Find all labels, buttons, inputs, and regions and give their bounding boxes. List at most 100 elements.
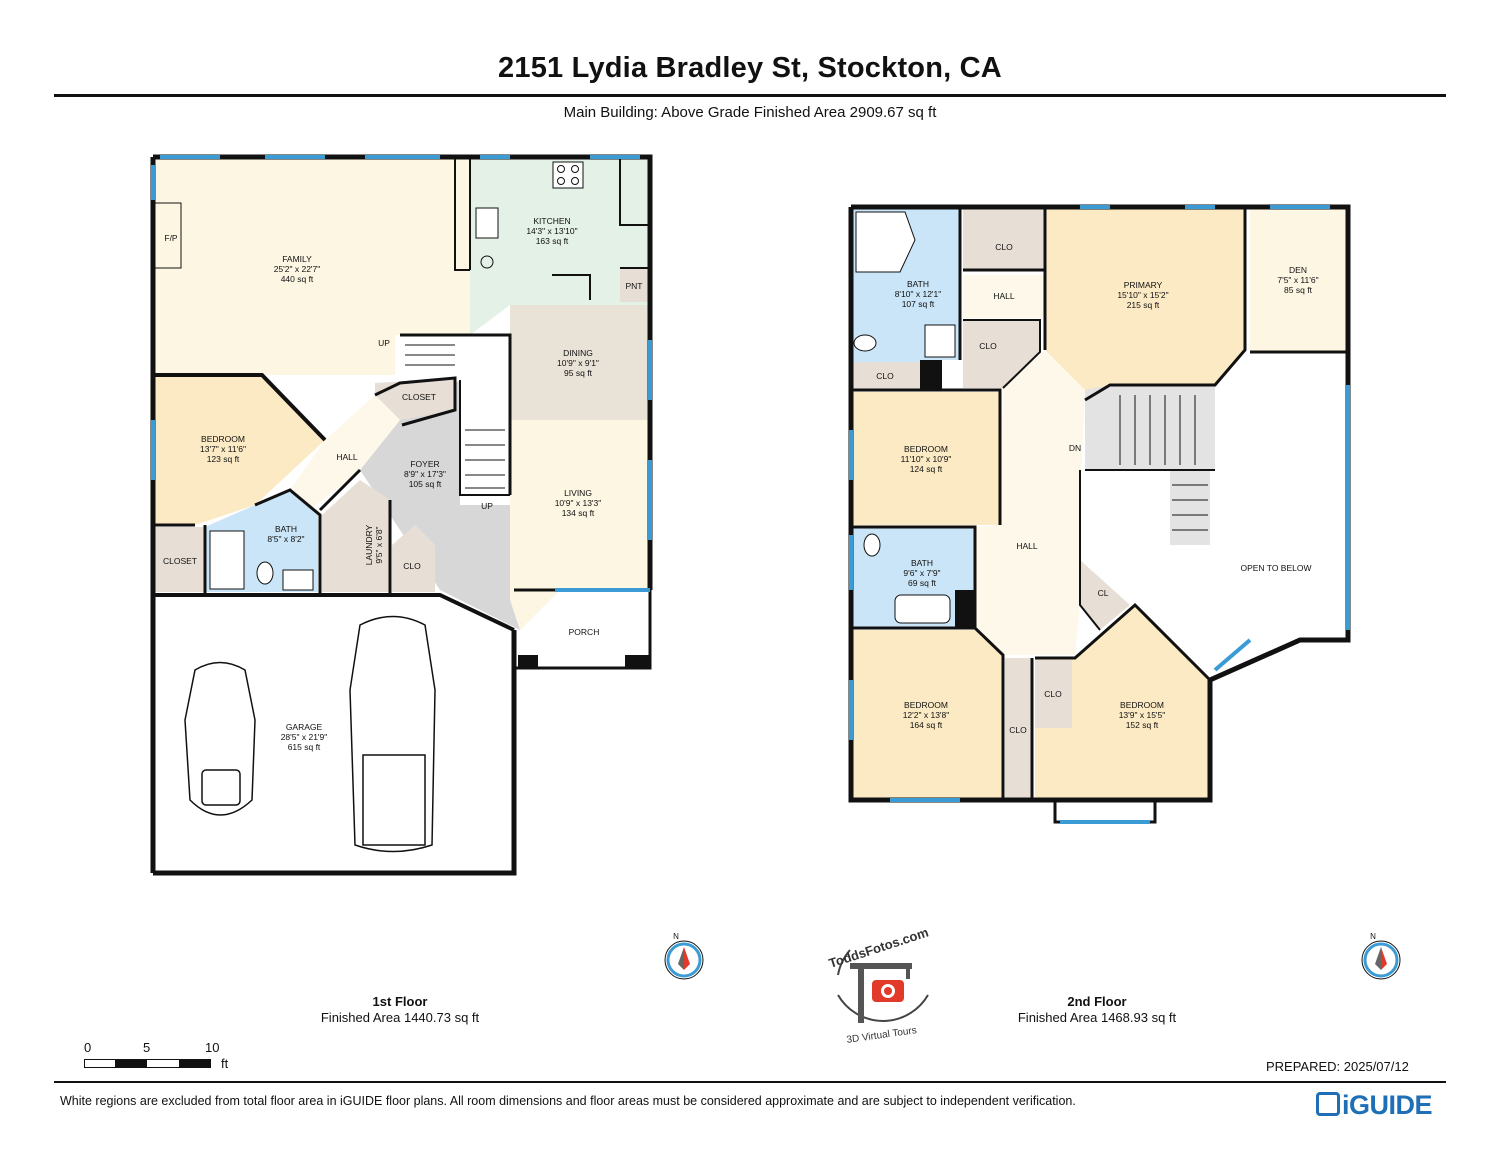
page-title: 2151 Lydia Bradley St, Stockton, CA	[498, 52, 1002, 84]
bedroom2-dims: 12'2" x 13'8"	[903, 710, 950, 720]
den-room	[1250, 207, 1348, 352]
garage-name: GARAGE	[286, 722, 323, 732]
cl-closet	[1080, 560, 1130, 630]
bedroom-dims: 13'7" x 11'6"	[200, 444, 246, 454]
bedroom2-room	[851, 630, 1003, 800]
toddsfotos-logo: ToddsFotos.com 3D Virtual Tours	[827, 925, 930, 1046]
closet-label-d: CL	[1098, 588, 1109, 598]
bedroom2-name: BEDROOM	[904, 700, 948, 710]
closet-label-a: CLO	[995, 242, 1013, 252]
compass-north-label: N	[673, 932, 679, 941]
scale-bar	[84, 1059, 211, 1068]
compass-icon: N	[664, 932, 704, 980]
closet-mid	[963, 320, 1040, 388]
disclaimer-text: White regions are excluded from total fl…	[60, 1094, 1076, 1108]
scale-tick-5: 5	[143, 1040, 151, 1055]
bedroom1-area: 124 sq ft	[910, 464, 943, 474]
living-room	[510, 420, 650, 630]
garage-truck-icon	[349, 615, 436, 853]
garage-car-icon	[184, 661, 256, 816]
bedroom1-name: BEDROOM	[904, 444, 948, 454]
porch-label: PORCH	[569, 627, 600, 637]
laundry-room	[322, 480, 390, 592]
closet-label-b: CLO	[979, 341, 997, 351]
compass-north-label-2: N	[1370, 932, 1376, 941]
den-name: DEN	[1289, 265, 1307, 275]
dining-name: DINING	[563, 348, 593, 358]
header-divider	[54, 94, 1446, 97]
hall1-room	[963, 275, 1045, 318]
open-to-below-label: OPEN TO BELOW	[1240, 563, 1311, 573]
bedroom-room	[153, 375, 325, 525]
hall2-room	[975, 350, 1085, 655]
floor-2-plan	[848, 204, 1351, 824]
closet-label-e: CLO	[1044, 689, 1062, 699]
closet-label-c: CLO	[876, 371, 894, 381]
closet-label-3: CLO	[403, 561, 421, 571]
foyer-area: 105 sq ft	[409, 479, 442, 489]
laundry-closet	[392, 525, 435, 592]
scale-unit: ft	[221, 1056, 229, 1071]
floor-2-area: Finished Area 1468.93 sq ft	[1017, 1010, 1177, 1025]
dining-room	[510, 305, 650, 420]
floor-1-name: 1st Floor	[372, 994, 428, 1009]
scale-tick-0: 0	[84, 1040, 92, 1055]
bedroom3-area: 152 sq ft	[1126, 720, 1159, 730]
iguide-icon	[1316, 1092, 1340, 1116]
kitchen-dims: 14'3" x 13'10"	[526, 226, 577, 236]
laundry-dims: 9'5" x 6'8"	[374, 526, 384, 563]
bath2-dims: 9'6" x 7'9"	[903, 568, 940, 578]
floor-1-room-labels: FAMILY 25'2" x 22'7" 440 sq ft KITCHEN 1…	[163, 216, 643, 752]
bedroom3-dims: 13'9" x 15'5"	[1119, 710, 1166, 720]
bedroom2-area: 164 sq ft	[910, 720, 943, 730]
primary-area: 215 sq ft	[1127, 300, 1160, 310]
family-room	[153, 157, 470, 375]
foyer-dims: 8'9" x 17'3"	[404, 469, 446, 479]
family-area: 440 sq ft	[281, 274, 314, 284]
floor-2-name: 2nd Floor	[1067, 994, 1127, 1009]
bedroom-area: 123 sq ft	[207, 454, 240, 464]
page-subtitle: Main Building: Above Grade Finished Area…	[563, 104, 937, 121]
kitchen-area: 163 sq ft	[536, 236, 569, 246]
primary-dims: 15'10" x 15'2"	[1117, 290, 1168, 300]
bath1-name: BATH	[907, 279, 929, 289]
foyer-name: FOYER	[410, 459, 439, 469]
closet-room	[153, 527, 205, 592]
hall-label-a: HALL	[993, 291, 1015, 301]
closet-top	[963, 207, 1045, 270]
bath2-name: BATH	[911, 558, 933, 568]
laundry-name: LAUNDRY	[364, 524, 374, 565]
dining-dims: 10'9" x 9'1"	[557, 358, 599, 368]
primary-room	[1045, 207, 1245, 395]
bedroom-name: BEDROOM	[201, 434, 245, 444]
footer-divider	[54, 1081, 1446, 1083]
garage-dims: 28'5" x 21'9"	[281, 732, 328, 742]
bath-name: BATH	[275, 524, 297, 534]
bath1-dims: 8'10" x 12'1"	[895, 289, 942, 299]
hall-label-b: HALL	[1016, 541, 1038, 551]
bedroom1-room	[851, 392, 1000, 525]
hall-room	[290, 395, 400, 510]
closet-label: CLOSET	[402, 392, 436, 402]
bedroom1-dims: 11'10" x 10'9"	[901, 454, 952, 464]
kitchen-room	[470, 157, 650, 335]
living-dims: 10'9" x 13'3"	[555, 498, 602, 508]
scale-tick-10: 10	[205, 1040, 220, 1055]
bedroom3-room	[1035, 605, 1210, 800]
closet-room-2	[375, 378, 455, 420]
pantry-room	[620, 268, 650, 302]
closet-label-f: CLO	[1009, 725, 1027, 735]
logo-tagline: 3D Virtual Tours	[846, 1025, 918, 1046]
floor-2-room-labels: BATH 8'10" x 12'1" 107 sq ft PRIMARY 15'…	[876, 242, 1318, 735]
den-area: 85 sq ft	[1284, 285, 1313, 295]
compass-icon-2: N	[1361, 932, 1401, 980]
iguide-logo: iGUIDE	[1316, 1090, 1433, 1121]
stair-up-label: UP	[378, 338, 390, 348]
primary-name: PRIMARY	[1124, 280, 1163, 290]
bath1-area: 107 sq ft	[902, 299, 935, 309]
family-dims: 25'2" x 22'7"	[274, 264, 321, 274]
bedroom3-name: BEDROOM	[1120, 700, 1164, 710]
hall-label: HALL	[336, 452, 358, 462]
garage-area: 615 sq ft	[288, 742, 321, 752]
